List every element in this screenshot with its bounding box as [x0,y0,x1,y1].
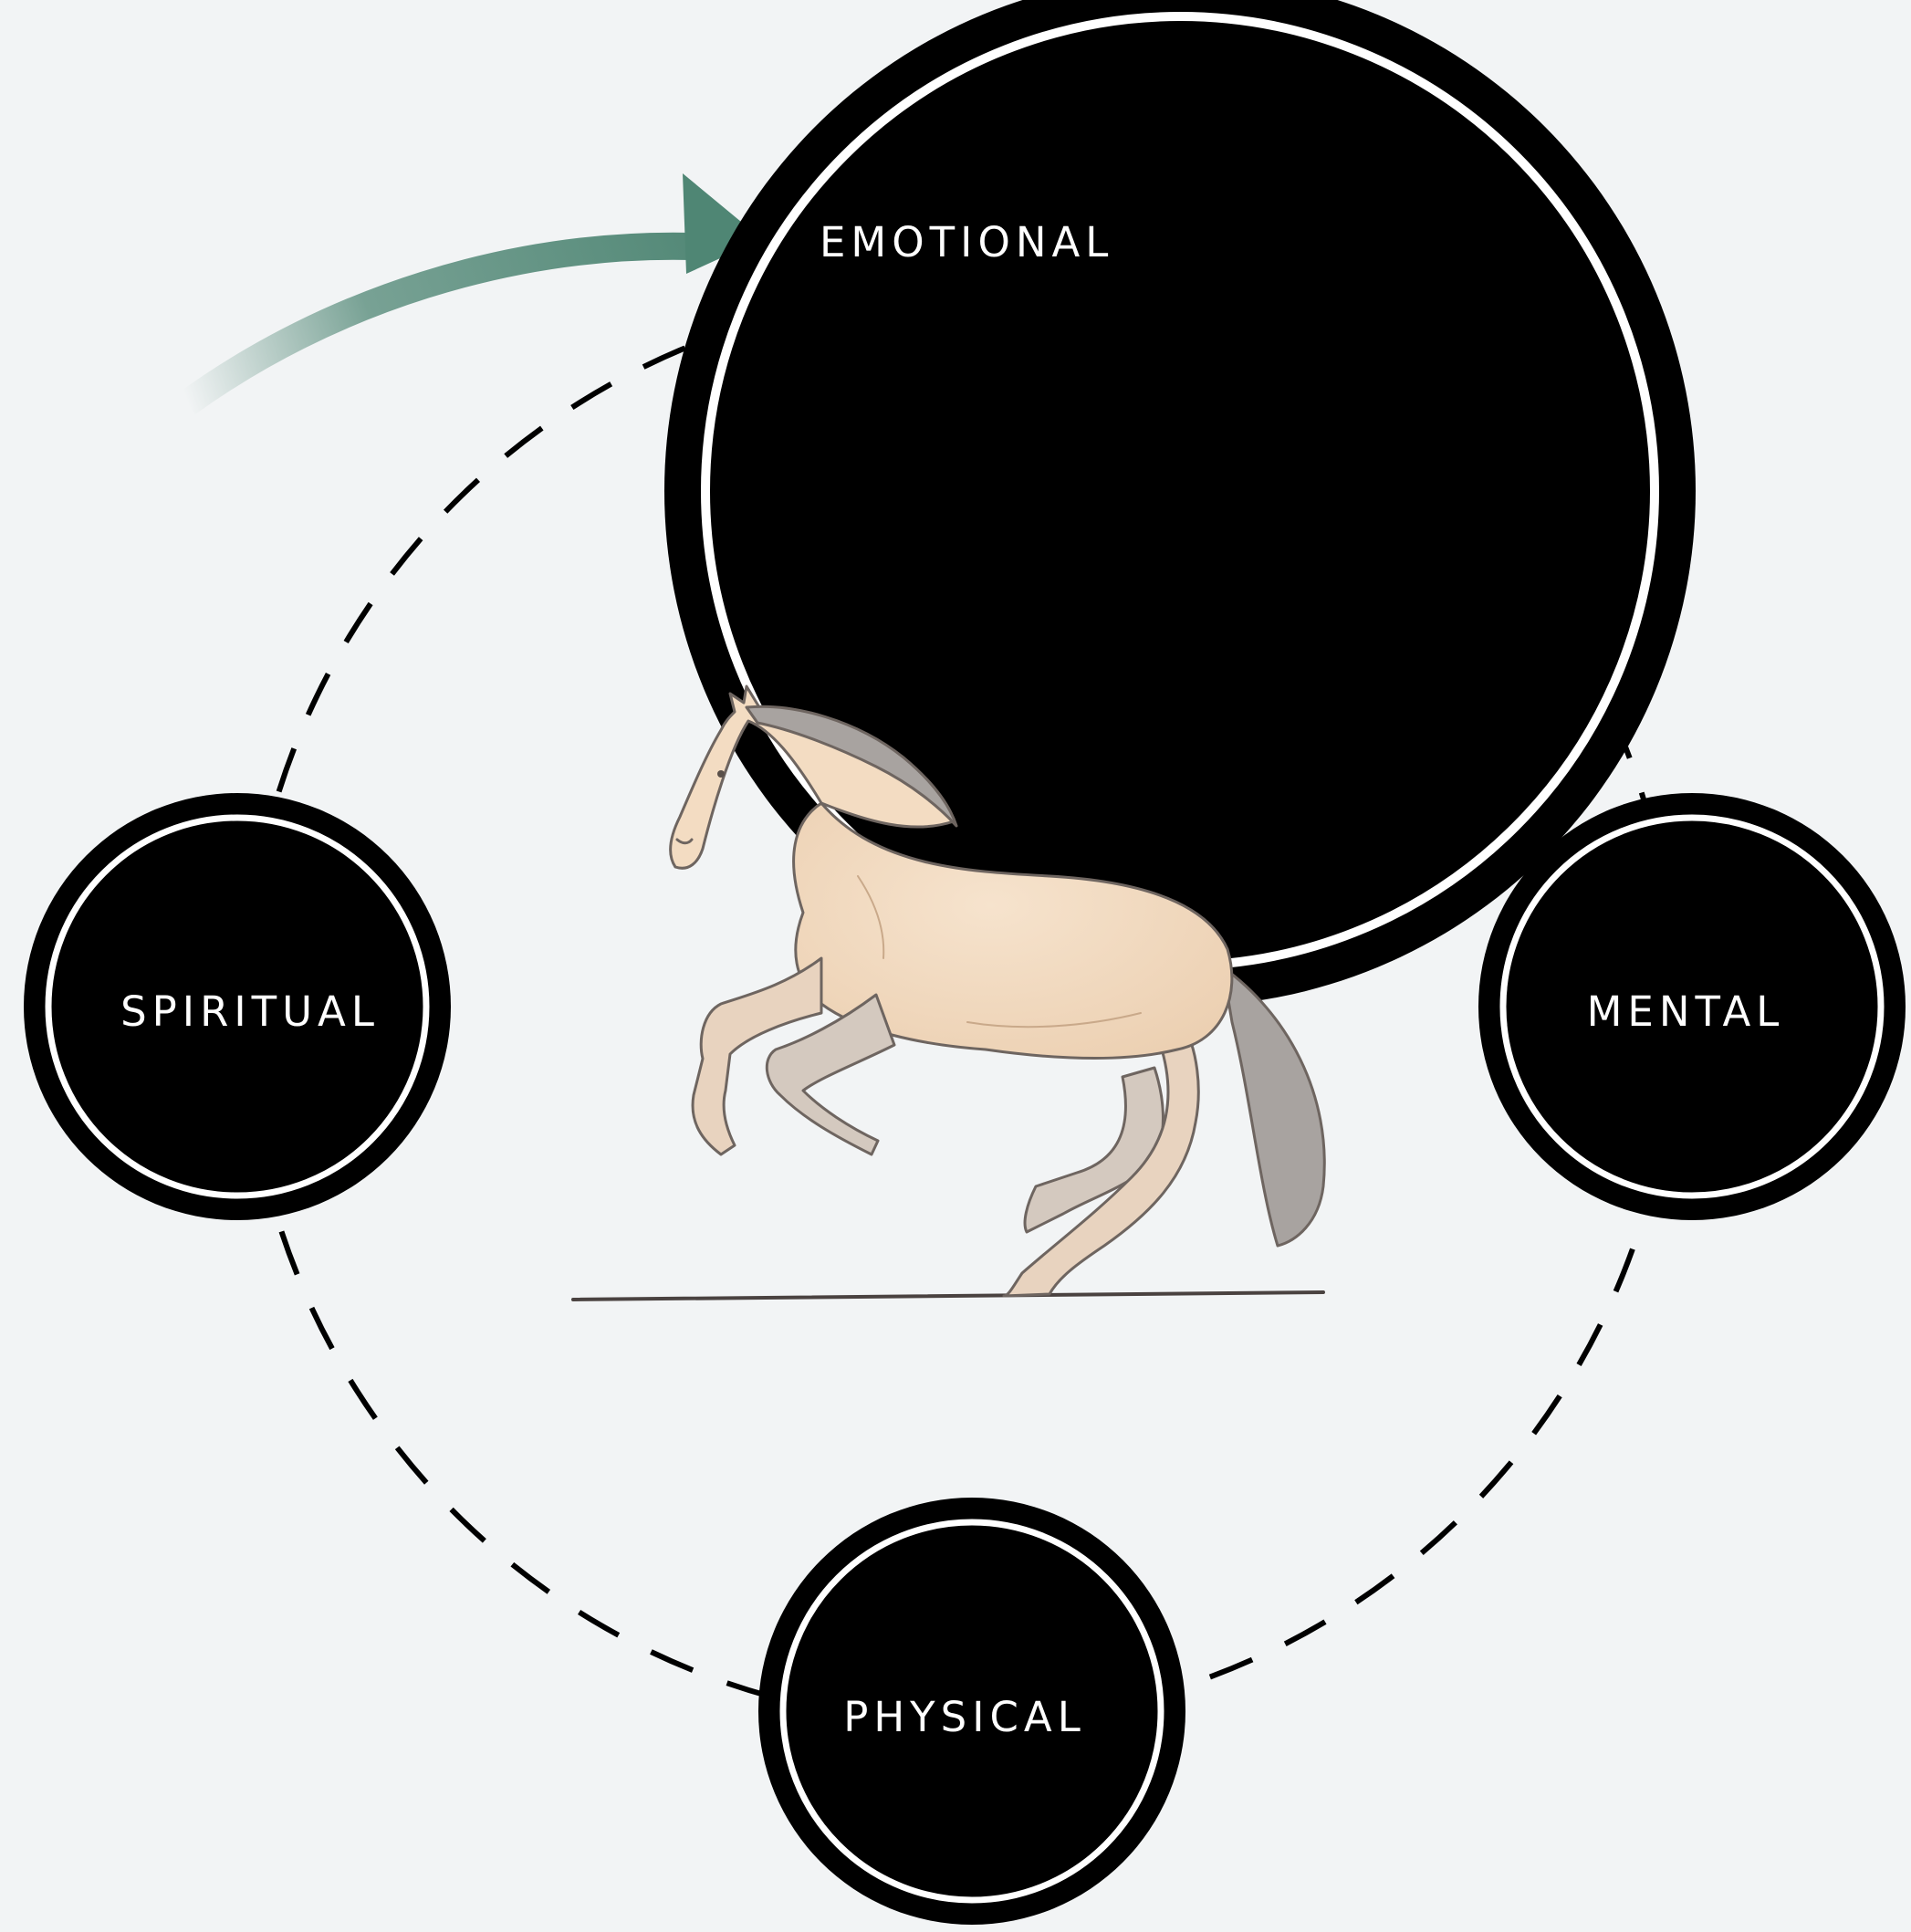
node-physical[interactable]: PHYSICAL [758,1498,1185,1925]
mental-label: MENTAL [1587,987,1785,1036]
node-spiritual[interactable]: SPIRITUAL [24,793,451,1220]
curved-arrow-icon [187,173,762,403]
node-mental[interactable]: MENTAL [1478,793,1906,1220]
emotional-label: EMOTIONAL [820,218,1113,266]
physical-label: PHYSICAL [843,1693,1086,1741]
spiritual-label: SPIRITUAL [120,987,380,1036]
